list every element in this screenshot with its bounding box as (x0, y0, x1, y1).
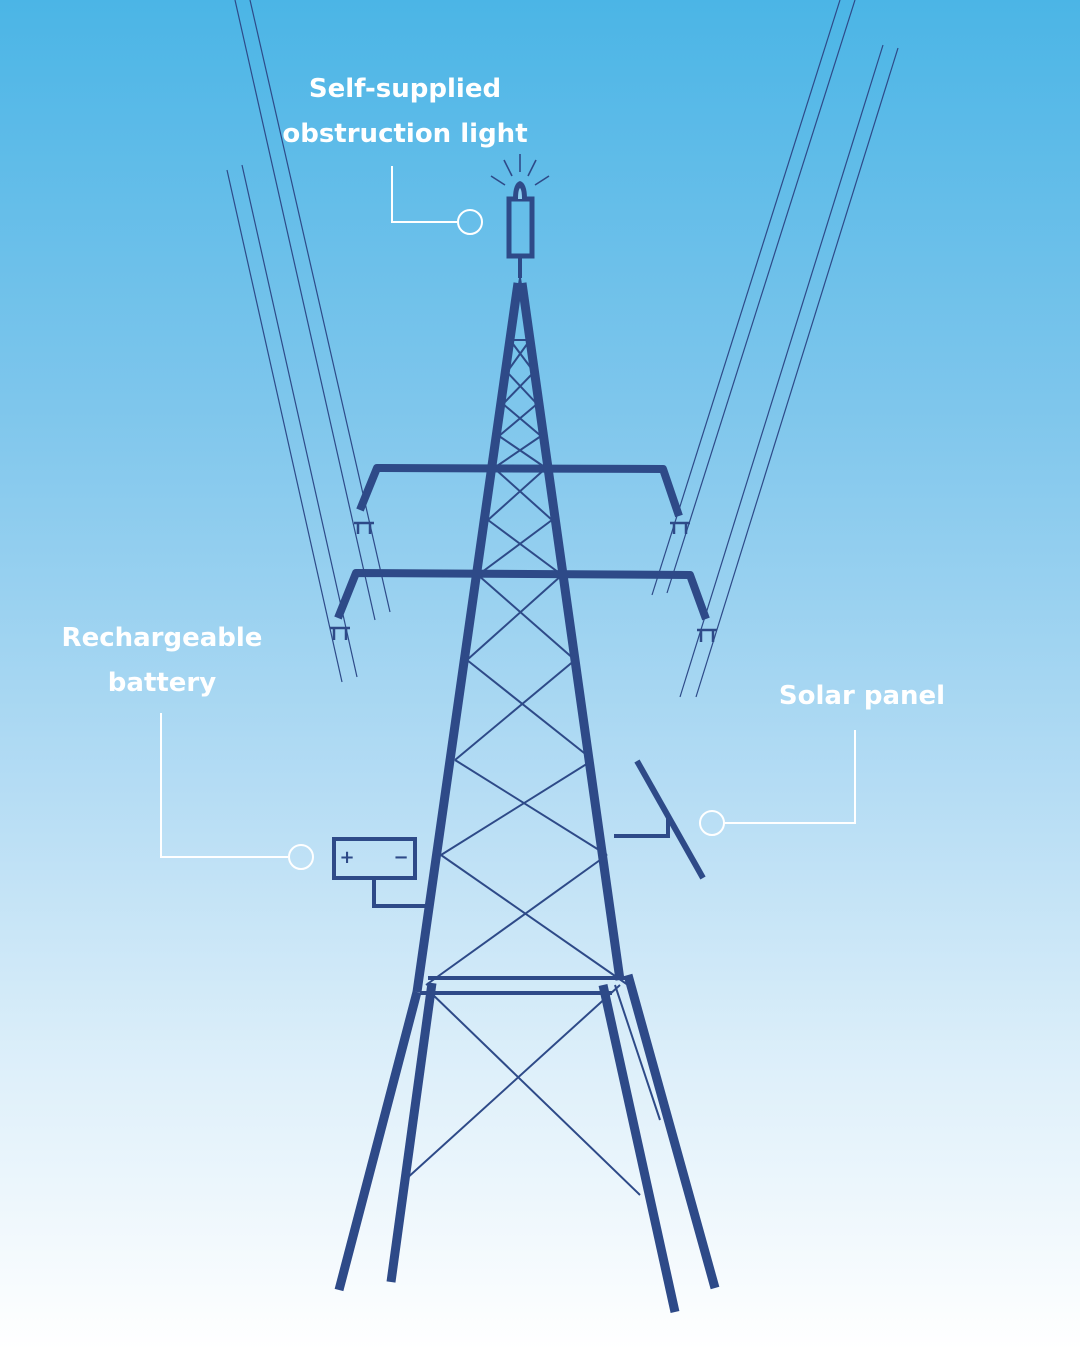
lattice-line (427, 989, 641, 1196)
lattice-line (466, 659, 594, 761)
cable (249, 0, 391, 613)
lattice-line (498, 435, 547, 469)
lattice-line (404, 984, 621, 1181)
upper-cross-arm (356, 464, 683, 518)
lattice-line (477, 574, 576, 661)
cable (666, 0, 856, 594)
battery-leader (160, 713, 288, 858)
lattice-line (493, 467, 553, 521)
solar-panel-label-text: Solar panel (778, 681, 946, 711)
obstruction-light-label: Self-supplied obstruction light (255, 67, 555, 157)
obstruction-light-marker (457, 209, 483, 235)
battery-label-line1: Rechargeable (61, 623, 263, 653)
left-inner-foot (386, 982, 437, 1283)
insulator (697, 628, 717, 642)
light-rays (490, 154, 550, 186)
solar-panel-marker (699, 810, 725, 836)
cable (241, 164, 358, 678)
right-inner-foot (598, 984, 680, 1313)
lattice-line (487, 519, 563, 576)
cable (679, 44, 884, 698)
left-outer-foot (334, 990, 422, 1292)
cable (695, 47, 899, 698)
battery-bracket (372, 878, 428, 908)
lattice-line (425, 854, 608, 986)
insulator (354, 521, 374, 534)
cable (234, 0, 376, 621)
lower-cross-arm (334, 569, 710, 621)
lattice-line (493, 435, 542, 469)
lattice-line (487, 467, 547, 521)
insulators (330, 521, 717, 642)
obstruction-light-label-line1: Self-supplied (308, 74, 502, 104)
lattice-line (614, 984, 661, 1121)
solar-panel-bracket (614, 814, 670, 838)
battery-label-line2: battery (107, 668, 217, 698)
lattice-line (506, 339, 531, 373)
light-ray (490, 175, 506, 186)
solar-panel (614, 759, 706, 880)
right-front-leg (517, 282, 625, 981)
lattice-line (477, 519, 553, 576)
battery-marker (288, 844, 314, 870)
obstruction-light (490, 154, 550, 278)
battery-negative-terminal: − (393, 847, 408, 868)
solar-panel-leader (725, 730, 856, 824)
solar-panel-label: Solar panel (752, 674, 972, 719)
lattice-line (454, 659, 576, 761)
lattice-line (506, 371, 538, 405)
right-outer-foot (623, 973, 720, 1290)
lattice-line (502, 371, 535, 405)
battery-label: Rechargeable battery (12, 616, 312, 706)
cross-arms (334, 464, 710, 621)
waist-bands (420, 976, 630, 995)
callout-leaders (160, 166, 856, 870)
cable (226, 169, 343, 683)
tower-legs (334, 282, 720, 1313)
lattice-line (466, 574, 563, 661)
insulator (330, 626, 350, 640)
obstruction-light-leader (391, 166, 457, 223)
light-housing (506, 196, 535, 259)
battery-positive-terminal: + (339, 847, 354, 868)
lattice-line (502, 403, 542, 437)
obstruction-light-label-line2: obstruction light (282, 119, 528, 149)
lower-lattice (404, 574, 661, 1196)
light-beacon-glass (518, 188, 522, 199)
lattice-line (498, 403, 538, 437)
light-ray (527, 159, 537, 177)
cable (651, 0, 841, 596)
light-ray (534, 175, 550, 186)
left-front-leg (412, 282, 523, 993)
lattice-line (454, 759, 608, 856)
lattice-line (440, 759, 594, 856)
light-ray (503, 159, 513, 177)
rechargeable-battery: + − (332, 837, 428, 908)
power-cables (226, 0, 899, 698)
upper-lattice (477, 277, 563, 576)
insulator (670, 521, 690, 534)
lattice-line (440, 854, 629, 986)
